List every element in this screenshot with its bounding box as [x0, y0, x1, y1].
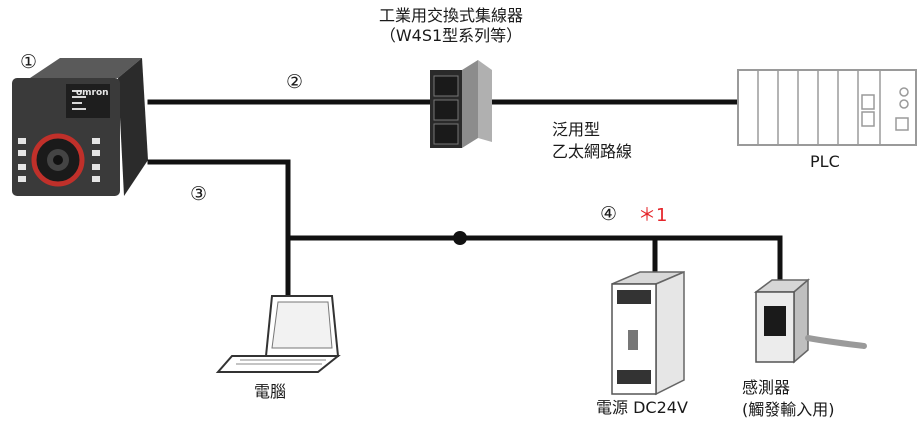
marker-3: ③	[190, 183, 208, 205]
sensor-icon	[753, 278, 867, 364]
plc-label: PLC	[810, 152, 840, 171]
marker-4: ④	[600, 203, 618, 225]
camera-device	[12, 58, 148, 196]
sensor-label-line1: 感測器	[742, 378, 791, 397]
switch-title-line1: 工業用交換式集線器	[378, 6, 523, 25]
camera-led-icon	[18, 138, 100, 182]
laptop-icon	[215, 295, 341, 373]
camera-indicator-icon	[72, 90, 86, 110]
footnote-marker: ＊1	[638, 205, 668, 226]
marker-1: ①	[20, 51, 38, 73]
cable-lines	[147, 99, 783, 301]
switch-title-line2: （W4S1型系列等）	[379, 26, 523, 45]
cable-io	[147, 159, 783, 291]
cable-label-line2: 乙太網路線	[552, 142, 633, 161]
pc-label: 電腦	[254, 382, 287, 401]
power-supply-icon	[611, 270, 685, 396]
power-label: 電源 DC24V	[596, 398, 688, 417]
junction-dot	[453, 231, 467, 245]
marker-2: ②	[286, 71, 304, 93]
camera-brand: omron	[76, 88, 109, 98]
sensor-label-line2: (觸發輸入用)	[742, 400, 835, 419]
switch-device	[430, 60, 492, 148]
plc-device	[737, 69, 917, 146]
cable-label-line1: 泛用型	[552, 120, 601, 139]
